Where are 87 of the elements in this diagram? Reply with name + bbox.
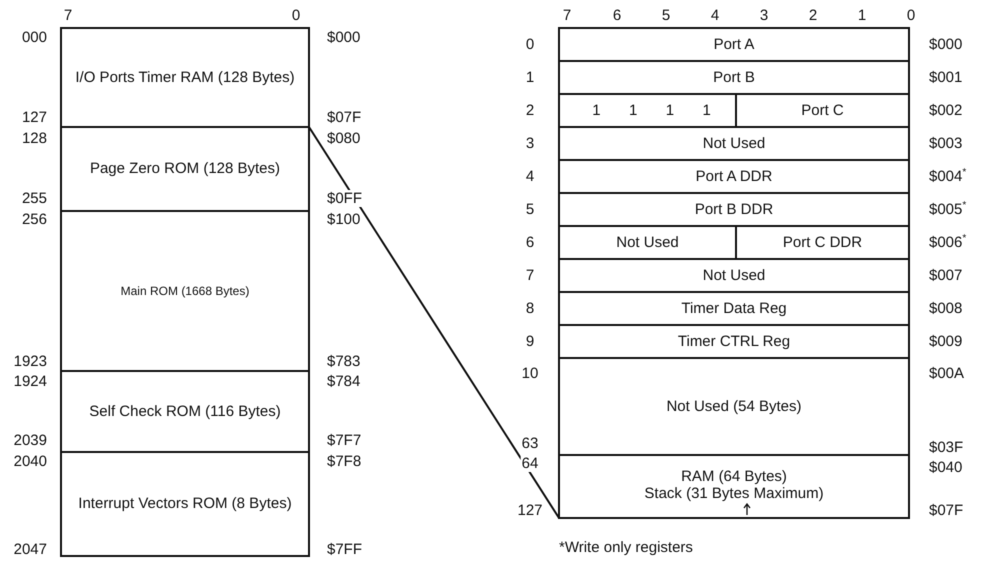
bit-number: 5: [660, 6, 672, 24]
memory-block: [60, 126, 310, 212]
address-decimal: 63: [520, 434, 540, 452]
address-decimal: 000: [20, 28, 48, 46]
connector-line: [308, 126, 560, 519]
register-row: [558, 192, 910, 227]
address-hex: $00A: [928, 364, 966, 382]
block-label: Port C DDR: [782, 232, 862, 252]
register-row: [558, 126, 910, 161]
block-label: I/O Ports Timer RAM (128 Bytes): [75, 68, 295, 88]
address-decimal: 255: [20, 190, 48, 206]
address-decimal: 0: [524, 36, 536, 52]
address-decimal: 3: [524, 134, 536, 152]
address-hex: $7F8: [326, 452, 362, 470]
address-hex: $000: [928, 36, 964, 52]
address-hex: $080: [326, 130, 362, 146]
address-decimal: 2039: [12, 432, 48, 448]
address-hex: $008: [928, 300, 964, 316]
address-hex: $7F7: [326, 432, 362, 448]
memory-block: [60, 27, 310, 128]
block-label: Main ROM (1668 Bytes): [120, 282, 250, 300]
address-hex: $040: [928, 458, 964, 476]
address-decimal: 2040: [12, 452, 48, 470]
register-row: [558, 159, 910, 194]
address-decimal: 6: [524, 234, 536, 250]
address-hex: $003: [928, 134, 964, 152]
register-row: [558, 357, 910, 456]
block-label: Timer Data Reg: [681, 298, 787, 318]
bit-number: 0: [906, 6, 916, 24]
address-hex: $004$^{*}$: [928, 168, 968, 184]
block-label: Not Used: [702, 266, 766, 286]
address-hex: $03F: [928, 438, 964, 456]
address-decimal: 1924: [12, 372, 48, 390]
bit-value: 1: [592, 100, 601, 120]
address-hex: $7FF: [326, 540, 364, 558]
address-hex: $006$^{*}$: [928, 234, 968, 250]
address-decimal: 256: [20, 210, 48, 228]
address-decimal: 5: [524, 200, 536, 218]
register-row: [558, 258, 910, 293]
bit-number: 0: [290, 6, 302, 24]
register-row: [558, 291, 910, 326]
block-label: Port B: [713, 68, 755, 88]
address-hex: $001: [928, 68, 964, 86]
memory-block: [60, 370, 310, 453]
block-label: Port C: [801, 100, 844, 120]
block-label: Port A: [714, 34, 754, 54]
block-label: Page Zero ROM (128 Bytes): [90, 159, 280, 179]
block-label: Timer CTRL Reg: [678, 332, 790, 352]
address-decimal: 2047: [12, 540, 48, 558]
block-label: Not Used (54 Bytes): [666, 396, 802, 416]
block-label: Stack (31 Bytes Maximum): [644, 485, 824, 502]
address-decimal: 64: [520, 454, 540, 472]
bit-value: 1: [666, 100, 674, 120]
address-hex: $784: [326, 372, 362, 390]
address-hex: $100: [326, 210, 362, 228]
block-label: Self Check ROM (116 Bytes): [89, 402, 281, 422]
footnote: *Write only registers: [558, 538, 694, 556]
address-decimal: 128: [20, 130, 48, 146]
register-row: [558, 60, 910, 95]
block-label: Not Used: [616, 232, 679, 252]
address-hex: $005$^{*}$: [928, 200, 968, 218]
block-label: Not Used: [702, 134, 766, 154]
block-label: Port A DDR: [696, 166, 772, 186]
address-hex: $002: [928, 102, 964, 118]
address-hex: $0FF: [326, 190, 364, 206]
bit-number: 3: [758, 6, 770, 24]
memory-block: [60, 451, 310, 557]
block-label: Interrupt Vectors ROM (8 Bytes): [78, 494, 292, 514]
address-decimal: 1923: [12, 352, 48, 370]
address-hex: $783: [326, 352, 362, 370]
block-label: RAM (64 Bytes): [681, 468, 787, 485]
address-hex: $07F: [326, 108, 362, 126]
address-decimal: 8: [524, 300, 536, 316]
register-row: [558, 454, 910, 519]
address-hex: $007: [928, 266, 964, 284]
bit-number: 6: [612, 6, 622, 24]
memory-block: [60, 210, 310, 372]
register-row: [558, 27, 910, 62]
block-label: Port B DDR: [694, 200, 774, 220]
bit-value: 1: [702, 100, 711, 120]
address-hex: $000: [326, 28, 362, 46]
address-hex: $009: [928, 332, 964, 350]
address-decimal: 10: [520, 364, 540, 382]
bit-value: 1: [628, 100, 638, 120]
address-hex: $07F: [928, 502, 964, 518]
register-row: [558, 324, 910, 359]
address-decimal: 9: [524, 332, 536, 350]
